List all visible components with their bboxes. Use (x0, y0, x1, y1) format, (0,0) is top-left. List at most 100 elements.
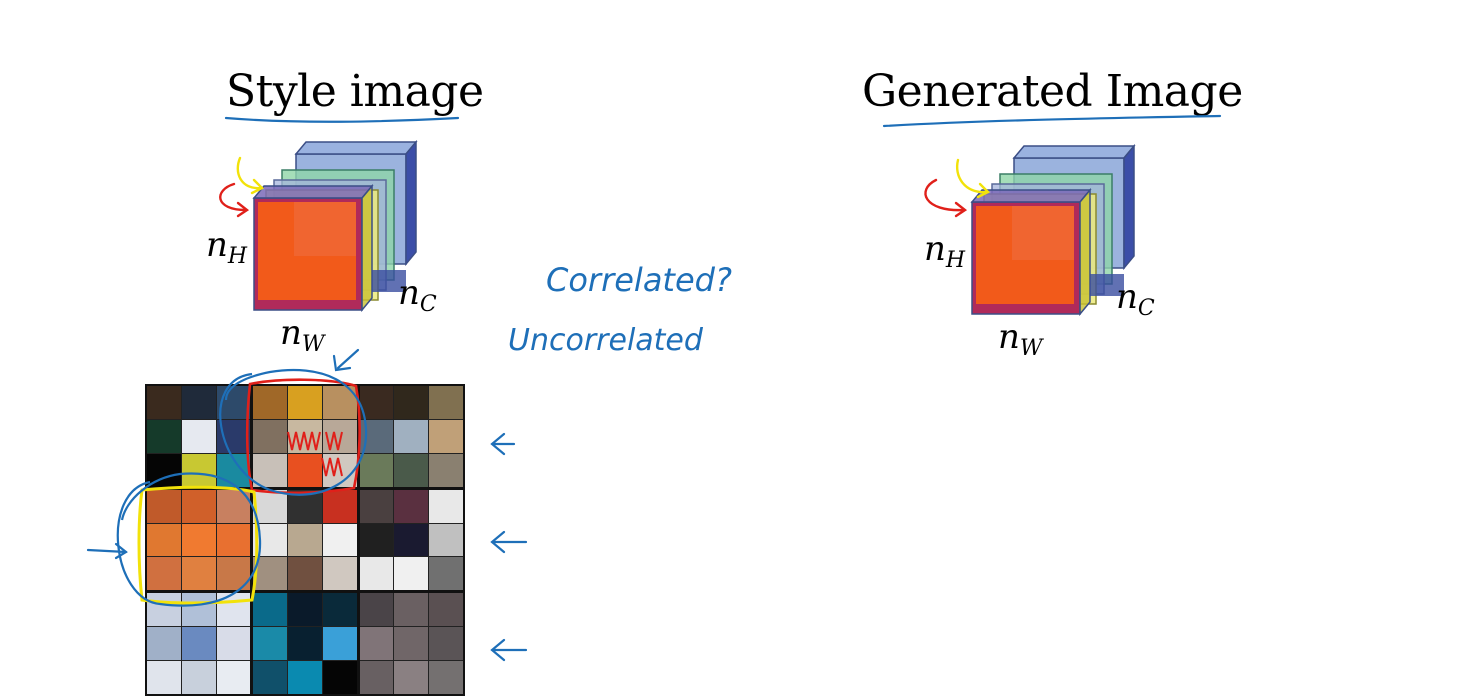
image-patch (322, 386, 357, 419)
image-patch (322, 627, 357, 661)
image-patch (429, 627, 463, 661)
image-patch (429, 489, 463, 523)
image-patch (322, 557, 357, 591)
image-patch (288, 557, 322, 591)
image-patch (216, 557, 251, 591)
image-patch (288, 419, 322, 453)
image-patch (394, 489, 429, 523)
image-patch (429, 419, 463, 453)
image-patch (147, 593, 181, 627)
neuron-2-1 (147, 489, 251, 591)
image-patch (288, 386, 322, 419)
image-patch (147, 419, 181, 453)
image-patch (181, 557, 216, 591)
image-patch (394, 557, 429, 591)
image-patch (394, 523, 429, 557)
image-patch (359, 489, 394, 523)
image-patch (322, 661, 357, 694)
image-patch (216, 453, 251, 487)
image-patch (253, 557, 288, 591)
image-patch (359, 557, 394, 591)
image-patch (288, 627, 322, 661)
image-patch (253, 453, 288, 487)
image-patch (394, 627, 429, 661)
image-patch (216, 386, 251, 419)
image-patch (322, 453, 357, 487)
image-patch (181, 386, 216, 419)
generated-nw-label: nW (998, 317, 1043, 361)
image-patch (394, 453, 429, 487)
image-patch (429, 557, 463, 591)
image-patch (359, 386, 394, 419)
neuron-patch-grid (145, 384, 465, 696)
image-patch (253, 419, 288, 453)
image-patch (216, 661, 251, 694)
image-patch (322, 489, 357, 523)
generated-nc-label: nC (1116, 277, 1155, 321)
style-feature-volume (253, 141, 417, 311)
image-patch (181, 627, 216, 661)
image-patch (394, 419, 429, 453)
image-patch (147, 661, 181, 694)
yellow-channel-arrow (236, 156, 264, 190)
image-patch (394, 386, 429, 419)
image-patch (147, 386, 181, 419)
generated-title-underline (882, 114, 1222, 128)
neuron-3-3 (359, 593, 463, 694)
correlated-annotation: Correlated? (546, 261, 732, 299)
generated-nh-label: nH (924, 229, 966, 273)
red-channel-arrow (219, 182, 248, 212)
neuron-2-3 (359, 489, 463, 591)
image-patch (253, 489, 288, 523)
red-channel-arrow-generated (924, 178, 966, 212)
image-patch (181, 593, 216, 627)
image-patch (429, 523, 463, 557)
image-patch (181, 453, 216, 487)
image-patch (253, 593, 288, 627)
neuron-3-2 (253, 593, 357, 694)
uncorrelated-annotation: Uncorrelated (508, 323, 703, 358)
image-patch (253, 627, 288, 661)
image-patch (253, 386, 288, 419)
neuron-1-1 (147, 386, 251, 487)
image-patch (288, 523, 322, 557)
image-patch (359, 453, 394, 487)
image-patch (253, 523, 288, 557)
image-patch (216, 489, 251, 523)
style-image-title: Style image (226, 66, 484, 117)
pointer-arrow (336, 348, 360, 370)
neuron-1-3 (359, 386, 463, 487)
image-patch (147, 523, 181, 557)
image-patch (147, 557, 181, 591)
neuron-1-2 (253, 386, 357, 487)
image-patch (429, 661, 463, 694)
image-patch (181, 489, 216, 523)
image-patch (394, 593, 429, 627)
image-patch (429, 593, 463, 627)
image-patch (359, 593, 394, 627)
style-title-underline (224, 116, 460, 123)
generated-feature-volume (971, 145, 1135, 315)
image-patch (322, 523, 357, 557)
image-patch (322, 593, 357, 627)
image-patch (181, 419, 216, 453)
image-patch (359, 627, 394, 661)
image-patch (147, 489, 181, 523)
image-patch (147, 453, 181, 487)
image-patch (216, 419, 251, 453)
style-nh-label: nH (206, 225, 248, 269)
image-patch (216, 627, 251, 661)
generated-image-title: Generated Image (862, 66, 1243, 117)
image-patch (288, 593, 322, 627)
image-patch (322, 419, 357, 453)
style-nw-label: nW (280, 313, 325, 357)
image-patch (359, 419, 394, 453)
image-patch (181, 523, 216, 557)
neuron-2-2 (253, 489, 357, 591)
image-patch (253, 661, 288, 694)
image-patch (288, 489, 322, 523)
image-patch (394, 661, 429, 694)
image-patch (288, 453, 322, 487)
yellow-channel-arrow-generated (955, 158, 990, 194)
image-patch (429, 386, 463, 419)
